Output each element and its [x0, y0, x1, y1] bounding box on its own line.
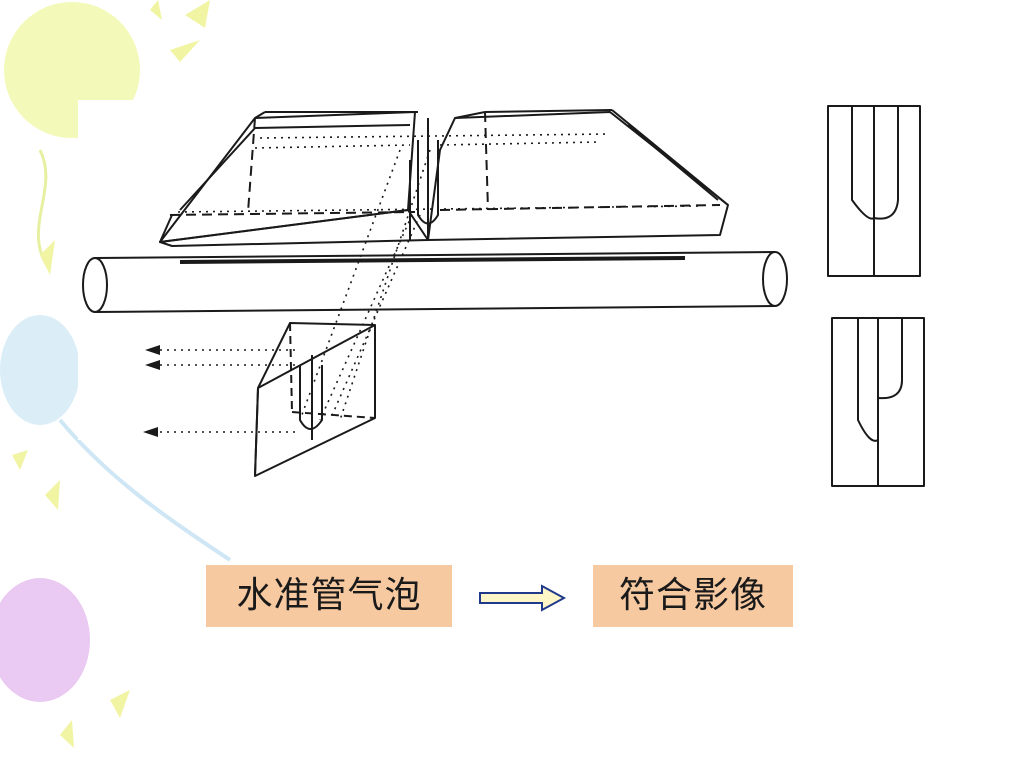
bubble-label: 水准管气泡: [236, 575, 422, 616]
left-prism: [159, 111, 429, 247]
light-paths: [160, 133, 701, 433]
bubble-junction: [409, 118, 439, 240]
eyepiece-prism: [254, 322, 376, 477]
level-tube: [82, 251, 788, 313]
left-label-box: 水准管气泡: [206, 565, 452, 627]
image-view-bottom: [831, 317, 925, 487]
right-arrow-icon: [479, 584, 567, 612]
right-prism: [427, 109, 729, 241]
purple-balloon: [0, 578, 90, 702]
blue-balloon: [0, 315, 232, 562]
coincidence-label: 符合影像: [618, 575, 767, 616]
image-view-top: [827, 105, 921, 277]
right-label-box: 符合影像: [593, 565, 793, 627]
sparkle-icon: [12, 0, 210, 748]
ray-arrows: [143, 345, 160, 437]
